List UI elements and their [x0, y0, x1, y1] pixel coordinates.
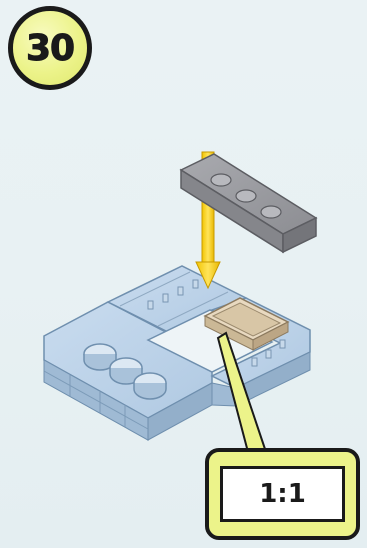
scale-label: 1:1 [259, 479, 306, 509]
gray-plate [181, 154, 316, 252]
blue-base-frame [44, 266, 310, 440]
stud [134, 373, 166, 399]
scale-box: 1:1 [220, 466, 345, 522]
scale-callout: 1:1 [205, 448, 360, 540]
